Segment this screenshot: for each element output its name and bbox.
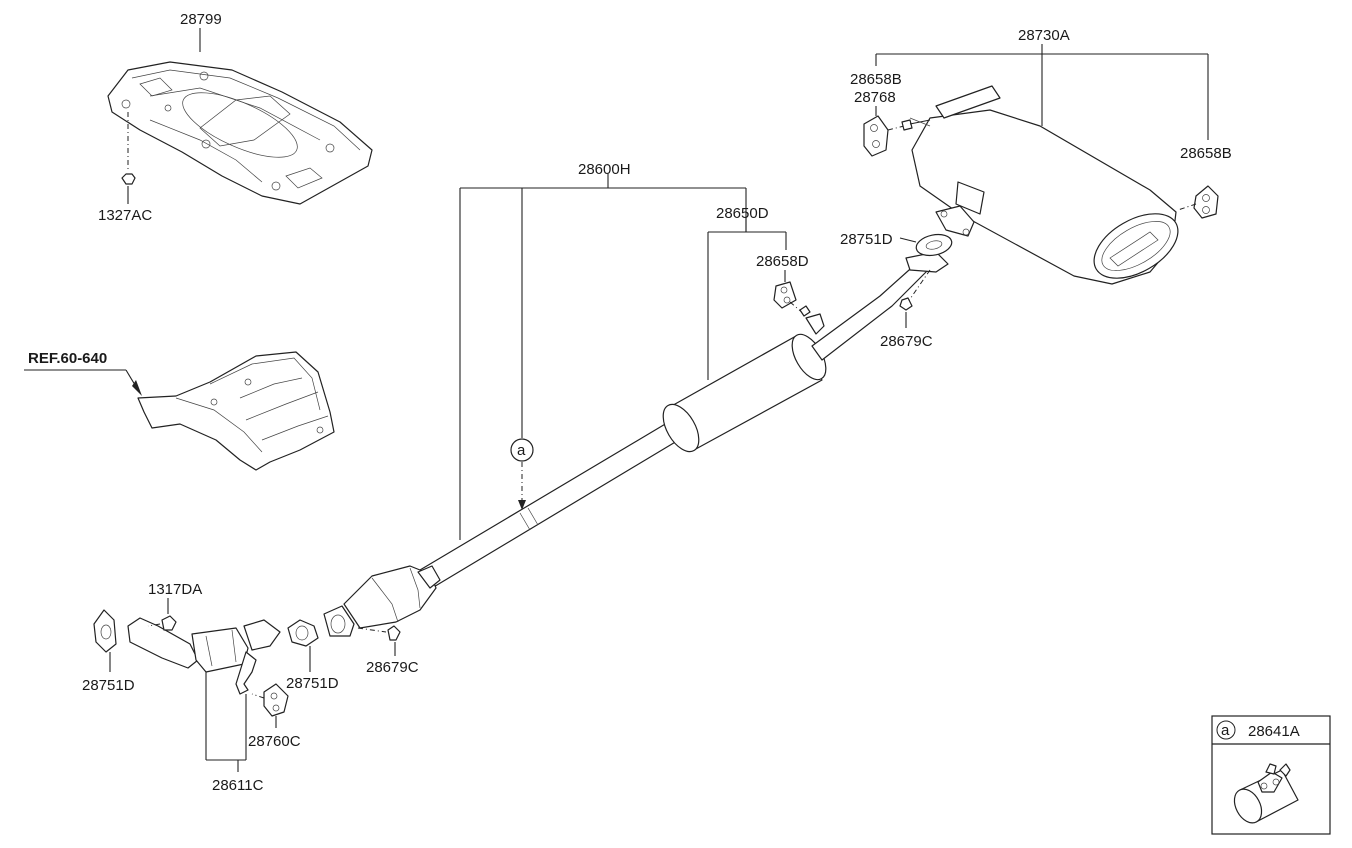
nut-28679C-top (899, 297, 913, 311)
label-28751D-left: 28751D (82, 677, 135, 694)
heat-protector-28799 (107, 61, 373, 205)
label-28760C: 28760C (248, 733, 301, 750)
hanger-28658B-right (1193, 185, 1219, 219)
nut-1327AC (121, 173, 136, 185)
label-28751D-mid: 28751D (286, 675, 339, 692)
callout-a-circle (510, 438, 534, 462)
label-28679C-top: 28679C (880, 333, 933, 350)
gasket-28751D-left (93, 609, 117, 653)
gasket-28751D-mid (287, 619, 319, 647)
label-28658B-top: 28658B (850, 71, 902, 88)
heat-shield-ref-60-640 (137, 351, 335, 471)
stud-1317DA (161, 615, 177, 631)
label-28679C-bottom: 28679C (366, 659, 419, 676)
label-28658B-right: 28658B (1180, 145, 1232, 162)
hanger-28760C (263, 683, 289, 717)
label-28799: 28799 (180, 11, 222, 28)
inset-marker: a (1221, 722, 1230, 739)
catalytic-converter (323, 565, 441, 637)
inset-clamp-28641A: a 28641A (1211, 715, 1331, 835)
label-28751D-top: 28751D (840, 231, 893, 248)
label-28768: 28768 (854, 89, 896, 106)
inset-part-number: 28641A (1248, 723, 1300, 740)
label-28730A: 28730A (1018, 27, 1070, 44)
bolt-28768 (901, 119, 931, 131)
label-ref-60-640: REF.60-640 (28, 350, 107, 367)
label-1317DA: 1317DA (148, 581, 202, 598)
callout-a-label: a (517, 442, 526, 459)
center-pipe (419, 419, 683, 589)
label-28611C: 28611C (212, 777, 264, 794)
rear-muffler-28730A (909, 85, 1179, 285)
label-28650D: 28650D (716, 205, 769, 222)
clamp-icon (1233, 763, 1299, 824)
front-pipe-28611C (127, 617, 281, 695)
center-muffler-28650D (662, 333, 827, 453)
gasket-28751D-top (915, 233, 953, 257)
hanger-28658B-top (863, 115, 889, 157)
nut-28679C-bottom (387, 625, 401, 641)
label-28658D: 28658D (756, 253, 809, 270)
label-28600H: 28600H (578, 161, 631, 178)
hanger-28658D (773, 281, 797, 309)
label-1327AC: 1327AC (98, 207, 152, 224)
